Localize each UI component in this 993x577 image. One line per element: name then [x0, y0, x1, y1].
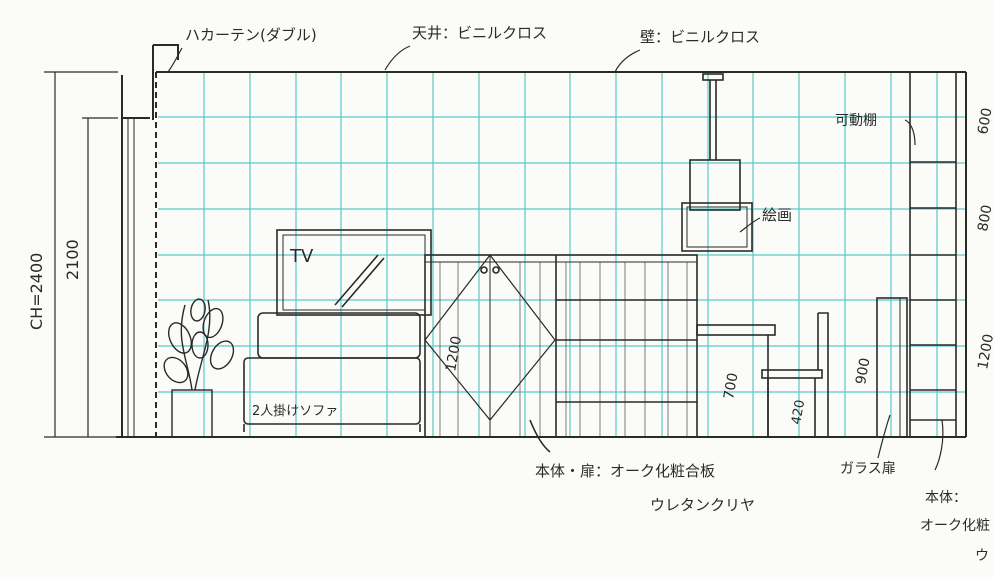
leader-lines	[167, 45, 944, 471]
door-height-label: 900	[853, 357, 873, 386]
painting-label: 絵画	[762, 206, 792, 224]
height-2100-label: 2100	[63, 239, 82, 280]
sofa-label: 2人掛けソファ	[252, 404, 338, 419]
right-body-label-2: オーク化粧	[920, 518, 990, 534]
painting	[681, 159, 753, 252]
right-body-label-1: 本体：	[925, 490, 967, 506]
curtain-label: ハカーテン(ダブル)	[185, 26, 317, 44]
plant	[163, 298, 235, 438]
desk-height-label: 700	[721, 372, 741, 401]
chair-height-label: 420	[789, 399, 808, 426]
tv	[276, 229, 432, 316]
glass-door-cabinet	[876, 297, 908, 438]
dim-800-label: 800	[975, 204, 993, 233]
pendant-light	[702, 73, 724, 160]
cabinet-height-label: 1200	[443, 335, 465, 373]
tv-label: TV	[289, 246, 314, 267]
chair	[761, 312, 829, 437]
sofa	[243, 312, 421, 432]
right-body-label-3: ウ	[975, 548, 989, 564]
finish-label: ウレタンクリヤ	[650, 496, 755, 514]
left-dimensions	[44, 71, 118, 438]
body-material-label: 本体・扉：オーク化粧合板	[535, 462, 715, 480]
glass-door-label: ガラス扉	[840, 461, 896, 477]
ceiling-label: 天井：ビニルクロス	[412, 24, 547, 42]
shelving-unit	[909, 72, 957, 437]
dim-600-label: 600	[975, 107, 993, 136]
dim-1200-label: 1200	[975, 333, 993, 371]
ceiling-height-label: CH=2400	[27, 253, 46, 330]
wall-label: 壁：ビニルクロス	[640, 28, 760, 46]
storage-cabinet	[424, 254, 698, 453]
movable-shelf-label: 可動棚	[835, 113, 877, 129]
